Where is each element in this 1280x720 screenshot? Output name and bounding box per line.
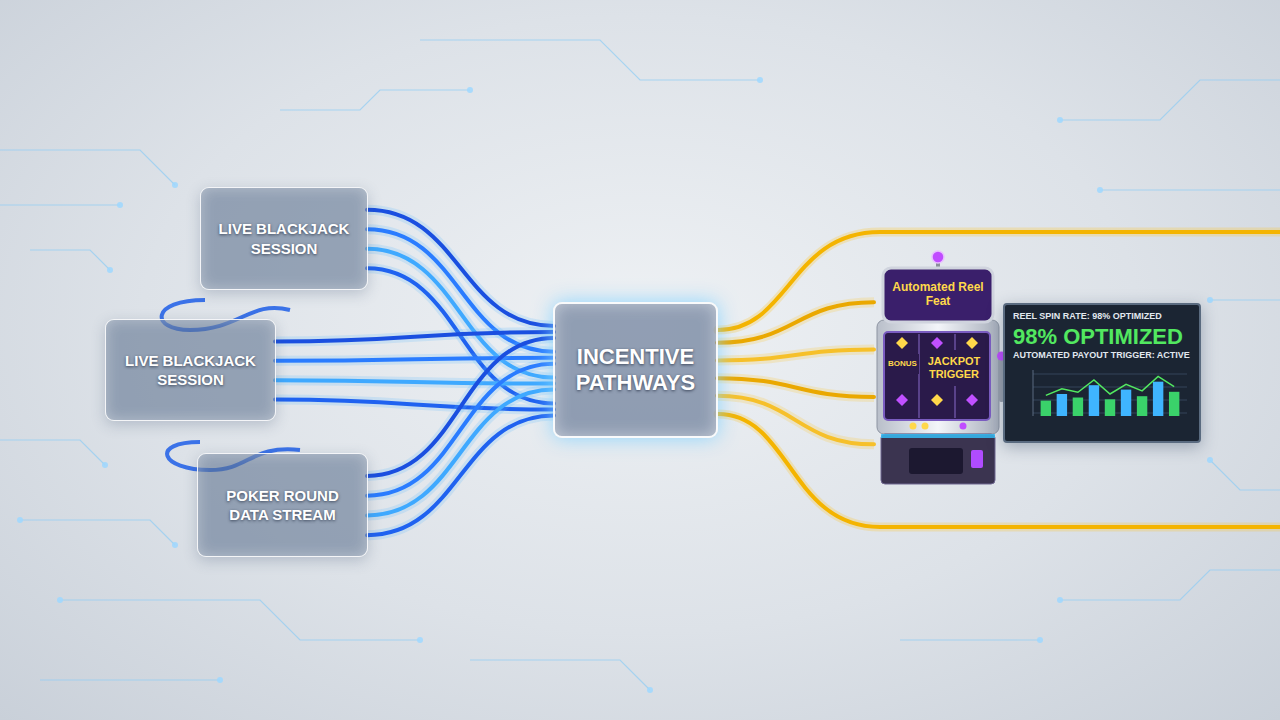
source-label: LIVE BLACKJACK SESSION: [213, 219, 355, 258]
source-box: LIVE BLACKJACK SESSION: [200, 187, 368, 290]
bar-chart: [1013, 366, 1189, 420]
source-label: POKER ROUND DATA STREAM: [210, 486, 355, 525]
slot-text: BONUS: [886, 354, 919, 374]
cable-bundle: [717, 302, 874, 444]
source-label: LIVE BLACKJACK SESSION: [118, 351, 263, 390]
slot-text: JACKPOT TRIGGER: [921, 350, 987, 386]
cable-bundle: [367, 338, 554, 535]
dashboard-panel: REEL SPIN RATE: 98% OPTIMIZED98% OPTIMIZ…: [1003, 303, 1201, 443]
hub-box: INCENTIVE PATHWAYS: [553, 302, 718, 438]
source-box: LIVE BLACKJACK SESSION: [105, 319, 276, 421]
source-box: POKER ROUND DATA STREAM: [197, 453, 368, 557]
stat-text: AUTOMATED PAYOUT TRIGGER: ACTIVE: [1013, 350, 1191, 362]
slot-text: Automated Reel Feat: [887, 272, 989, 318]
slot-machine: Automated Reel FeatBONUSJACKPOT TRIGGER: [873, 250, 1007, 487]
stat-text: REEL SPIN RATE: 98% OPTIMIZED: [1013, 311, 1191, 323]
cable-bundle: [367, 210, 554, 404]
stat-text: 98% OPTIMIZED: [1013, 323, 1191, 351]
hub-label: INCENTIVE PATHWAYS: [567, 344, 704, 397]
